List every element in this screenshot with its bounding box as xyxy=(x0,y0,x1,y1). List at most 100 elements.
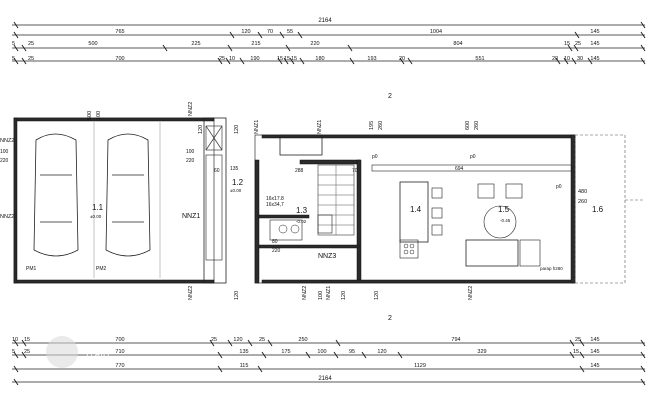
dim-top-r3-4: 25 xyxy=(219,56,225,62)
dim-195: 195 xyxy=(369,121,375,130)
label-nnz2-top: NNZ2 xyxy=(188,102,194,116)
dim-top-r3-6: 190 xyxy=(250,56,259,62)
dim-top-r2-1: 5 xyxy=(12,41,15,47)
dim-100-left: 100 xyxy=(0,149,9,155)
dim-top-r3-11: 193 xyxy=(367,56,376,62)
dim-bot-r2-1: 5 xyxy=(12,349,15,355)
dim-bot-r2-8: 120 xyxy=(377,349,386,355)
label-nnz2-left-a: NNZ2 xyxy=(0,138,14,144)
dim-bot-r1-8: 794 xyxy=(451,337,460,343)
dim-bot-r2-5: 175 xyxy=(281,349,290,355)
dim-bot-r1-9: 25 xyxy=(575,337,581,343)
dim-top-r3-8: 15 xyxy=(284,56,290,62)
dim-600: 600 xyxy=(465,121,471,130)
dim-120-a: 120 xyxy=(234,125,240,134)
dim-bot-r2-7: 95 xyxy=(349,349,355,355)
dim-bot-r1-1: 10 xyxy=(12,337,18,343)
label-nnz1-mid: NNZ1 xyxy=(254,120,260,134)
dim-top-5: 1004 xyxy=(430,29,442,35)
dim-bottom-total: 2164 xyxy=(318,376,332,382)
kitchen-furniture xyxy=(371,164,573,259)
dim-288: 288 xyxy=(295,168,304,174)
dim-top-r2-5: 215 xyxy=(251,41,260,47)
label-nnz2-bottom-b: NNZ2 xyxy=(302,286,308,300)
label-nnz1: NNZ1 xyxy=(182,213,200,220)
dim-bot-r2-11: 145 xyxy=(590,349,599,355)
label-pm1: PM1 xyxy=(26,266,37,272)
dim-top-r3-13: 551 xyxy=(475,56,484,62)
room-1-4: 1.4 xyxy=(410,205,422,214)
dim-bot-r2-4: 135 xyxy=(239,349,248,355)
dim-top-r3-15: 10 xyxy=(564,56,570,62)
top-dimensions: 2164 765 120 70 55 1004 145 5 25 500 225… xyxy=(12,18,646,65)
label-nnz2-bottom-a: NNZ2 xyxy=(188,286,194,300)
dim-top-6: 145 xyxy=(590,29,599,35)
dim-260: 260 xyxy=(378,121,384,130)
dim-260-b: 260 xyxy=(474,121,480,130)
dim-bot-r3-2: 115 xyxy=(240,363,249,369)
dim-bot-r3-4: 145 xyxy=(590,363,599,369)
dim-694: 694 xyxy=(455,166,464,172)
dim-220-left: 220 xyxy=(0,158,9,164)
watermark-logo-icon xyxy=(46,336,78,368)
dim-bot-r1-7: 250 xyxy=(298,337,307,343)
watermark: Trafo xyxy=(46,336,109,368)
dim-260-c: 260 xyxy=(578,199,587,205)
dim-top-r2-2: 25 xyxy=(28,41,34,47)
dim-top-r2-6: 220 xyxy=(310,41,319,47)
dim-220-b: 220 xyxy=(272,248,281,254)
dim-top-1: 765 xyxy=(115,29,124,35)
dim-top-r3-16: 30 xyxy=(577,56,583,62)
dim-120-e: 120 xyxy=(198,125,204,134)
dim-top-2: 120 xyxy=(241,29,250,35)
room-1-1-level: ±0.00 xyxy=(90,214,102,219)
dim-top-r2-10: 145 xyxy=(590,41,599,47)
dim-100-b: 100 xyxy=(318,291,324,300)
dim-top-r3-9: 15 xyxy=(291,56,297,62)
dim-135: 135 xyxy=(230,166,239,172)
label-p0-b: p0 xyxy=(470,154,476,160)
dim-top-r3-12: 20 xyxy=(399,56,405,62)
stair-dim-1: 16x17.8 xyxy=(266,196,284,202)
dim-top-r3-5: 10 xyxy=(229,56,235,62)
dim-bot-r1-6: 25 xyxy=(259,337,265,343)
dim-120-b: 120 xyxy=(234,291,240,300)
stair-dim-2: 16x34,7 xyxy=(266,202,284,208)
dim-100: 100 xyxy=(186,149,195,155)
dim-top-r3-3: 700 xyxy=(115,56,124,62)
dim-120-d: 120 xyxy=(374,291,380,300)
label-nnz1-top: NNZ1 xyxy=(317,120,323,134)
bottom-dimensions: 10 15 700 25 120 25 250 794 25 145 5 25 … xyxy=(12,337,646,386)
dim-top-r3-17: 145 xyxy=(590,56,599,62)
dim-top-r2-3: 500 xyxy=(88,41,97,47)
building-walls xyxy=(13,117,645,284)
dim-bot-r1-3: 700 xyxy=(115,337,124,343)
dim-top-total: 2164 xyxy=(318,18,332,24)
dim-top-r2-7: 804 xyxy=(453,41,462,47)
dim-bot-r1-5: 120 xyxy=(233,337,242,343)
label-nnz3: NNZ3 xyxy=(318,253,336,260)
watermark-text: Trafo xyxy=(84,349,109,361)
bathroom-fixtures xyxy=(269,214,333,241)
dim-60: 60 xyxy=(214,168,220,174)
dim-500: 500 xyxy=(87,111,93,120)
room-1-3-level: -0.02 xyxy=(296,219,307,224)
dim-480: 480 xyxy=(578,189,587,195)
label-pm2: PM2 xyxy=(96,266,107,272)
dim-bot-r2-9: 329 xyxy=(477,349,486,355)
dim-bot-r2-3: 710 xyxy=(115,349,124,355)
dim-bot-r1-10: 145 xyxy=(590,337,599,343)
plan-labels: 1.1 ±0.00 1.2 ±0.00 1.3 -0.02 1.4 1.5 -0… xyxy=(0,93,604,322)
dim-bot-r2-2: 25 xyxy=(24,349,30,355)
dim-top-r3-14: 20 xyxy=(552,56,558,62)
dim-top-4: 55 xyxy=(287,29,293,35)
label-p0-c: p0 xyxy=(556,184,562,190)
dim-top-r2-9: 25 xyxy=(575,41,581,47)
vertical-labels: NNZ2 NNZ1 NNZ2 NNZ2 NNZ2 NNZ1 NNZ1 500 1… xyxy=(87,102,480,300)
label-nnz1-bottom: NNZ1 xyxy=(326,286,332,300)
label-p0-a: p0 xyxy=(372,154,378,160)
dim-bot-r1-2: 15 xyxy=(24,337,30,343)
room-1-2-level: ±0.00 xyxy=(230,188,242,193)
section-marker-bottom: 2 xyxy=(388,315,392,322)
